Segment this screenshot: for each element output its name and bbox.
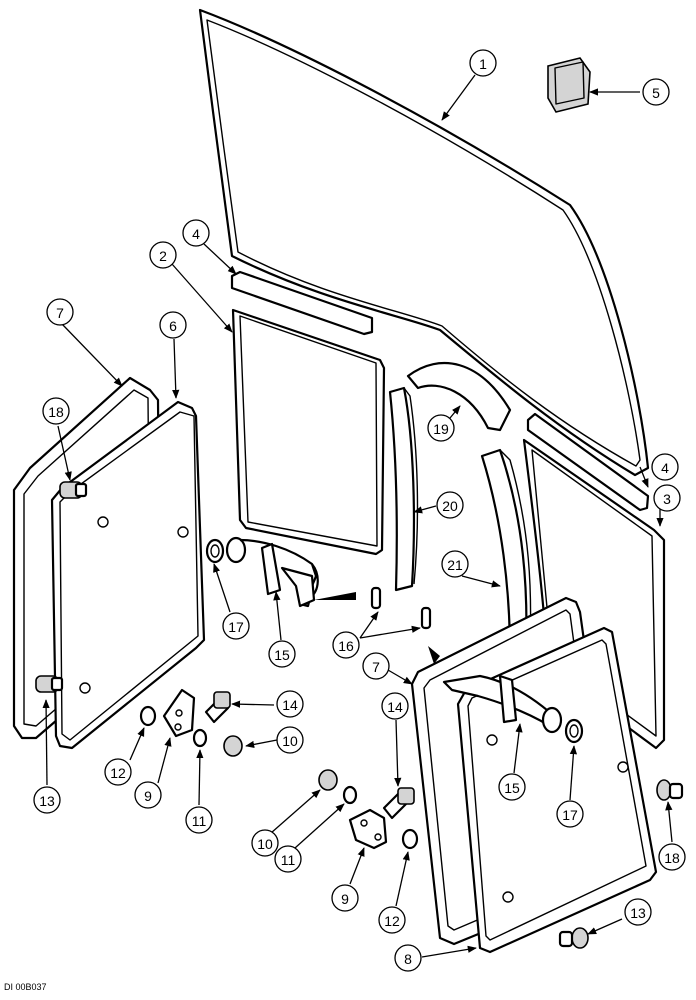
- callout-18-left-label: 18: [48, 404, 64, 420]
- callout-13-right: 13: [624, 898, 652, 926]
- rubber-stop-upper-left: [59, 481, 88, 499]
- callout-15-right: 15: [498, 773, 526, 801]
- rubber-stop-right-lower: [558, 927, 589, 949]
- callout-18-right: 18: [658, 843, 686, 871]
- bracket-right: [348, 808, 388, 850]
- callout-13-right-label: 13: [630, 905, 646, 921]
- callout-9-left-label: 9: [144, 788, 152, 804]
- callout-5-label: 5: [652, 85, 660, 101]
- bolt-right: [382, 787, 415, 820]
- callout-13-left-label: 13: [39, 793, 55, 809]
- callout-10-left-label: 10: [282, 733, 298, 749]
- callout-2-label: 2: [159, 248, 167, 264]
- callout-18-right-label: 18: [664, 850, 680, 866]
- callout-17-left-label: 17: [228, 619, 244, 635]
- callout-18-left: 18: [42, 397, 70, 425]
- nut-right: [318, 769, 338, 791]
- hinge-pin-upper: [370, 586, 382, 610]
- callout-4-upper: 4: [182, 219, 210, 247]
- callout-5: 5: [642, 78, 670, 106]
- callout-9-left: 9: [134, 781, 162, 809]
- lower-glass-panel: [231, 308, 386, 556]
- nut-left: [223, 735, 243, 757]
- callout-21: 21: [441, 550, 469, 578]
- callout-10-left: 10: [276, 726, 304, 754]
- callout-15-left: 15: [268, 640, 296, 668]
- callout-4-right-label: 4: [661, 460, 669, 476]
- bracket-left: [162, 688, 196, 738]
- hinge-assembly-left: [205, 536, 356, 608]
- spring-washer-right: [342, 785, 358, 805]
- curved-trim-piece: [406, 361, 512, 432]
- seal-strip-upper-right: [526, 412, 650, 512]
- callout-14-right-label: 14: [387, 699, 403, 715]
- callout-10-right: 10: [251, 829, 279, 857]
- washer-right: [401, 828, 419, 850]
- callout-15-left-label: 15: [274, 647, 290, 663]
- callout-7-right: 7: [362, 652, 390, 680]
- callout-7-left-label: 7: [56, 305, 64, 321]
- callout-2: 2: [149, 241, 177, 269]
- callout-4-upper-label: 4: [192, 226, 200, 242]
- callout-11-right-label: 11: [281, 852, 296, 868]
- callout-20: 20: [436, 491, 464, 519]
- callout-8-label: 8: [404, 951, 412, 967]
- callout-14-left: 14: [276, 690, 304, 718]
- callout-9-right-label: 9: [341, 891, 349, 907]
- callout-16-label: 16: [338, 638, 354, 654]
- rubber-stop-right-upper: [656, 779, 684, 801]
- callout-6-label: 6: [169, 318, 177, 334]
- callout-17-right-label: 17: [562, 807, 578, 823]
- callout-14-right: 14: [381, 692, 409, 720]
- callout-13-left: 13: [33, 786, 61, 814]
- callout-7-right-label: 7: [372, 659, 380, 675]
- callout-4-right: 4: [651, 453, 679, 481]
- callout-21-label: 21: [447, 557, 463, 573]
- callout-8: 8: [394, 944, 422, 972]
- windscreen-glass: [198, 8, 650, 477]
- callout-17-left: 17: [222, 612, 250, 640]
- callout-7-left: 7: [46, 298, 74, 326]
- seal-strip-upper-left: [230, 270, 374, 336]
- rubber-stop-lower-left: [35, 675, 64, 693]
- callout-17-right: 17: [556, 800, 584, 828]
- callout-19-label: 19: [433, 421, 449, 437]
- washer-left: [139, 705, 157, 727]
- bolt-left: [204, 691, 231, 724]
- callout-9-right: 9: [331, 884, 359, 912]
- callout-1-label: 1: [479, 56, 487, 72]
- callout-12-left: 12: [104, 758, 132, 786]
- hinge-pin-lower: [420, 606, 432, 630]
- callout-11-left-label: 11: [192, 813, 207, 829]
- callout-3: 3: [653, 484, 681, 512]
- callout-19: 19: [427, 414, 455, 442]
- callout-11-right: 11: [274, 845, 302, 873]
- drawing-code: DI 00B037: [4, 982, 47, 992]
- callout-12-right: 12: [378, 906, 406, 934]
- callout-15-right-label: 15: [504, 780, 520, 796]
- callout-1: 1: [469, 49, 497, 77]
- callout-3-label: 3: [663, 491, 671, 507]
- callout-20-label: 20: [442, 498, 458, 514]
- spring-washer-left: [192, 728, 208, 748]
- callout-11-left: 11: [185, 806, 213, 834]
- callout-14-left-label: 14: [282, 697, 298, 713]
- callout-12-right-label: 12: [384, 913, 400, 929]
- vertical-seal-strip-left: [388, 386, 419, 592]
- clip-part: [547, 57, 591, 113]
- hinge-assembly-right: [428, 646, 584, 744]
- callout-6: 6: [159, 311, 187, 339]
- callout-12-left-label: 12: [110, 765, 126, 781]
- leader-lines: [42, 74, 673, 958]
- callout-16: 16: [332, 631, 360, 659]
- callout-10-right-label: 10: [257, 836, 273, 852]
